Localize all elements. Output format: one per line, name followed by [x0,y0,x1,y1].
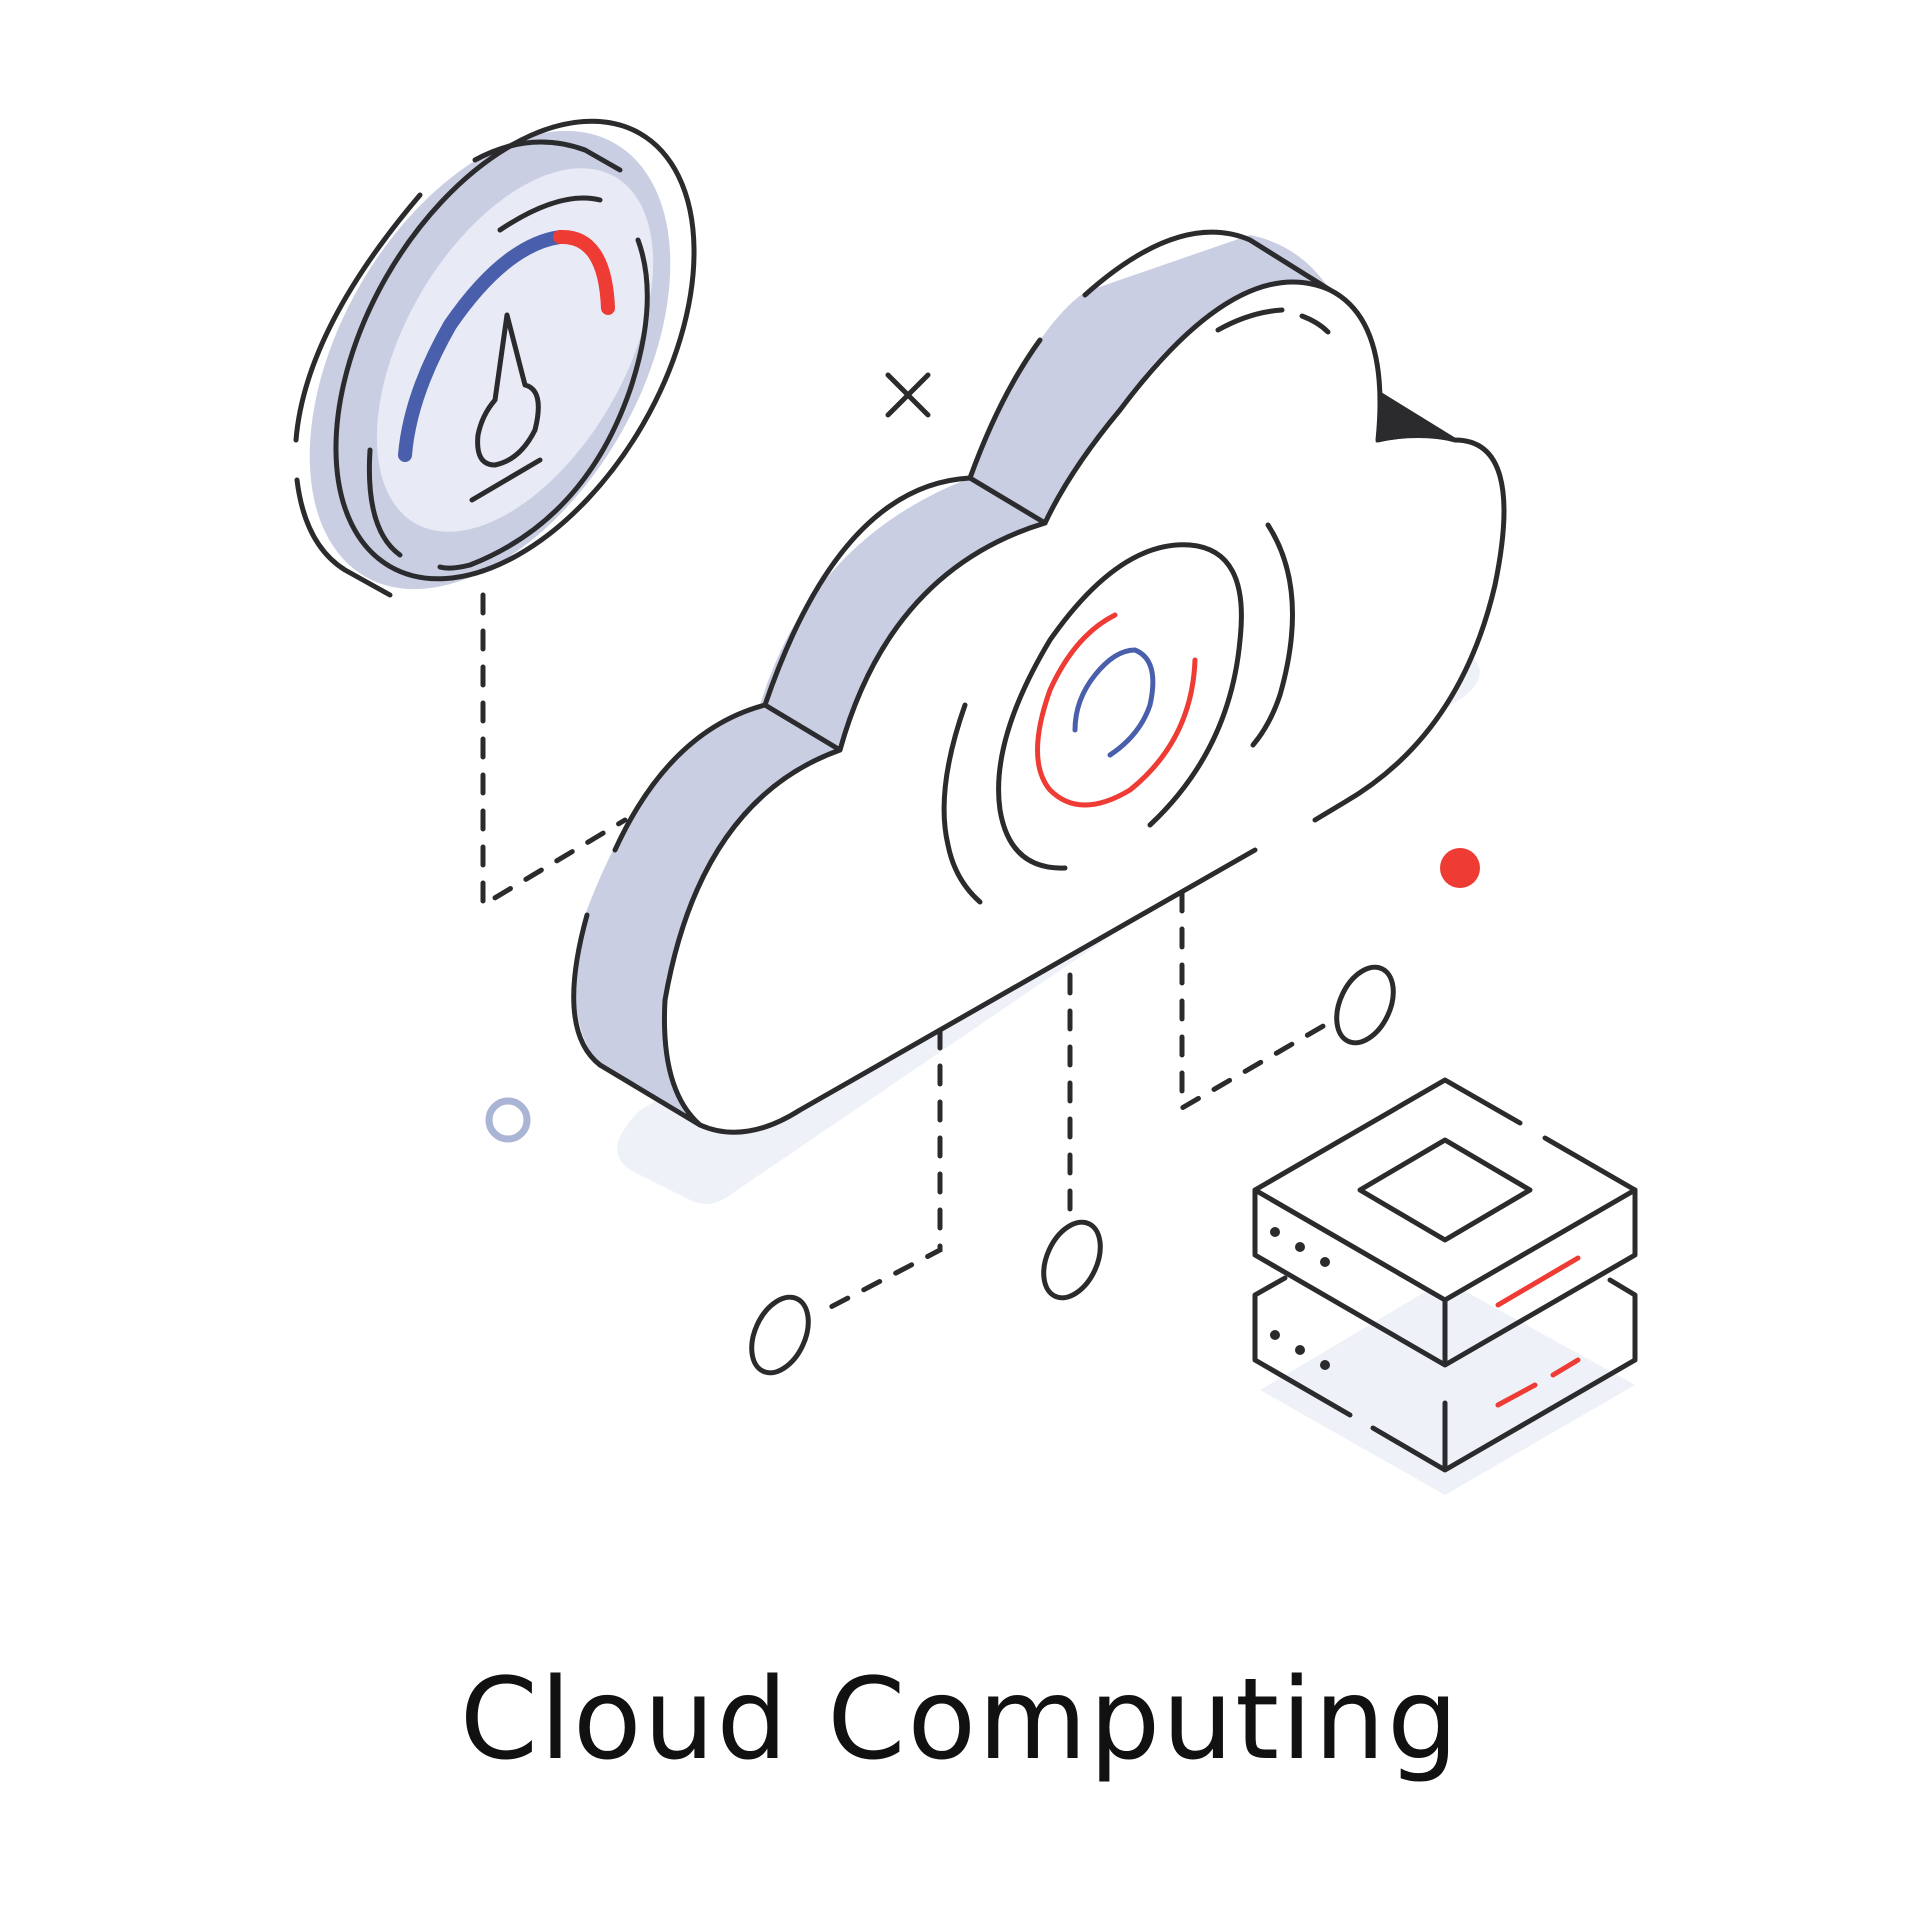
cloud-icon [571,229,1507,1135]
speedometer-needle [475,312,541,468]
cloud-front [664,282,1504,1133]
server-icon [1252,1077,1638,1473]
close-cross-icon [885,372,931,418]
red-dot [1440,848,1480,888]
fingerprint-icon [941,522,1295,905]
connector-lines [822,890,1328,1313]
link-node-icon [749,964,1396,1376]
server-shadow [1260,1280,1635,1495]
cloud-side [575,705,840,1125]
blue-ring [485,1097,531,1143]
speedometer-icon [293,118,697,910]
caption-title: Cloud Computing [459,1655,1461,1785]
